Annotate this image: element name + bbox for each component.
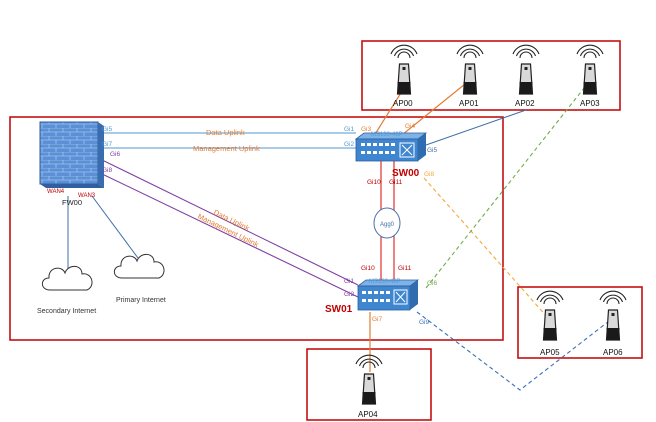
sw01-gi9-label: Gi9 [419,319,430,326]
bottom-ap-frame [306,348,432,421]
ap05-label: AP05 [540,348,560,357]
sw01-gi7-label: Gi7 [372,316,383,323]
primary-internet-cloud-icon [113,253,165,279]
secondary-internet-label: Secondary Internet [37,308,96,315]
secondary-internet-cloud-icon [41,265,93,291]
ap04-label: AP04 [358,410,378,419]
ap06-access-point-icon [599,290,627,341]
wan3-line [91,195,139,259]
ap06-label: AP06 [603,348,623,357]
sw01-name-label: SW01 [325,304,353,315]
sw01-switch-icon [356,279,420,311]
sw01-gi10-label: Gi10 [361,265,375,272]
sw00-gi3-label: Gi3 [361,126,372,133]
sw00-gi10-label: Gi10 [367,179,381,186]
ap04-access-point-icon [355,354,383,405]
ap01-label: AP01 [459,99,479,108]
sw00-ap01-link [396,79,471,140]
aggregation-label: Agg0 [380,222,395,228]
sw01-ap06-dashed-link [416,311,614,391]
right-ap-frame [517,286,643,359]
ap03-label: AP03 [580,99,600,108]
fw-sw01-mgmt-line [97,171,359,298]
sw00-name-label: SW00 [392,168,420,179]
ap00-access-point-icon [390,44,418,95]
fw-wan4-label: WAN4 [47,189,65,195]
top-ap-frame [361,40,621,111]
sw00-ap02-link [425,109,527,146]
sw01-gi6-label: Gi6 [427,280,438,287]
fw-gi6-label: Gi6 [110,151,121,158]
ap02-label: AP02 [515,99,535,108]
fw-name-label: FW00 [62,198,82,207]
sw00-switch-icon [354,132,428,162]
sw01-gi2-label: Gi2 [344,291,355,298]
ap05-access-point-icon [536,290,564,341]
sw01-model-label: MS130-48P [369,279,401,285]
sw00-model-label: MS130-48P [371,132,403,138]
ap03-access-point-icon [576,44,604,95]
fw-gi5-label: Gi5 [102,126,113,133]
sw00-ap00-link [371,87,405,140]
fw-gi8-label: Gi8 [102,167,113,174]
fw-gi7-label: Gi7 [102,141,113,148]
ap00-label: AP00 [393,99,413,108]
management-uplink-label: Management Uplink [193,144,260,153]
sw00-gi11-label: Gi11 [389,179,403,186]
sw00-gi1-label: Gi1 [344,126,355,133]
sw00-gi4-label: Gi4 [405,123,416,130]
fw-wan3-label: WAN3 [78,193,96,199]
firewall-icon [39,121,104,188]
sw00-gi2-label: Gi2 [344,141,355,148]
sw00-ap05-dashed-link [423,177,549,319]
data-uplink-label: Data Uplink [206,128,245,137]
sw01-ap03-dashed-link [425,77,593,289]
main-frame [9,116,504,341]
primary-internet-label: Primary Internet [116,297,166,304]
sw00-gi8-label: Gi8 [424,171,435,178]
sw01-gi1-label: Gi1 [344,278,355,285]
sw00-gi5-label: Gi5 [427,147,438,154]
fw-sw01-data-line [97,157,359,286]
aggregation-icon [373,207,401,239]
sw01-gi11-label: Gi11 [398,265,412,272]
ap02-access-point-icon [512,44,540,95]
